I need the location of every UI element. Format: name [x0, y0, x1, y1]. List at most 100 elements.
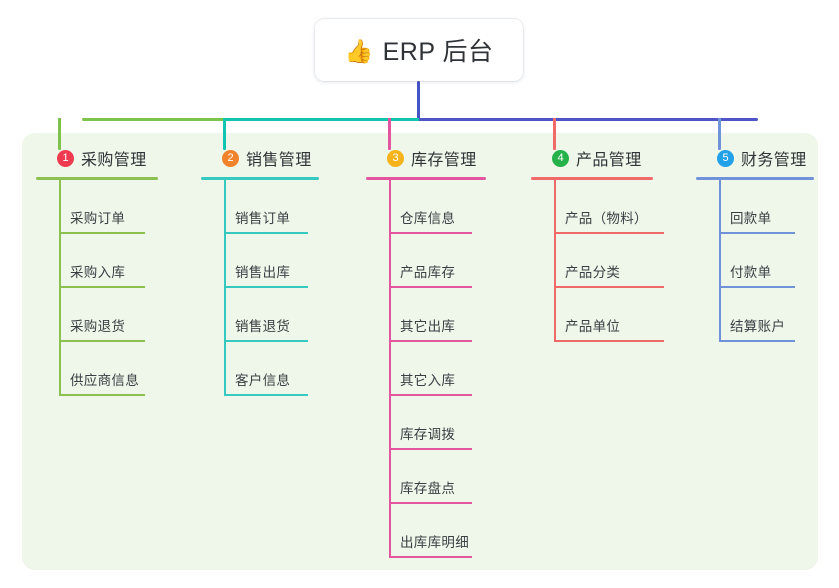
leaf-item-label: 采购退货: [70, 319, 126, 334]
leaf-item-underline: [554, 340, 664, 342]
column-badge-5: 5: [717, 149, 734, 167]
leaf-item-underline: [719, 232, 795, 234]
leaf-item[interactable]: 销售退货: [201, 288, 319, 342]
leaf-item[interactable]: 采购订单: [36, 180, 158, 234]
leaf-item[interactable]: 库存盘点: [366, 450, 486, 504]
leaf-item-underline: [224, 286, 308, 288]
thumbs-up-icon: 👍: [344, 37, 374, 64]
branch-drop-4: [553, 118, 556, 150]
leaf-item-label: 付款单: [730, 265, 772, 280]
column-items-4: 产品（物料） 产品分类产品单位: [531, 180, 664, 342]
column-5: 5 财务管理回款单付款单结算账户: [696, 146, 814, 342]
leaf-item[interactable]: 库存调拨: [366, 396, 486, 450]
diagram-background-panel: [22, 133, 818, 570]
leaf-item-label: 销售出库: [235, 265, 291, 280]
leaf-item-underline: [389, 340, 472, 342]
leaf-item[interactable]: 回款单: [696, 180, 814, 234]
column-title-3: 库存管理: [411, 152, 477, 169]
leaf-item-label: 结算账户: [730, 319, 786, 334]
column-items-3: 仓库信息产品库存其它出库其它入库库存调拨库存盘点出库库明细: [366, 180, 486, 558]
column-1: 1 采购管理采购订单采购入库采购退货供应商信息: [36, 146, 158, 396]
leaf-item-underline: [59, 340, 145, 342]
leaf-item-label: 库存盘点: [400, 481, 456, 496]
leaf-item-underline: [719, 286, 795, 288]
root-node[interactable]: 👍 ERP 后台: [315, 19, 523, 81]
leaf-item[interactable]: 出库库明细: [366, 504, 486, 558]
leaf-item-label: 产品库存: [400, 265, 456, 280]
branch-drop-5: [718, 118, 721, 150]
leaf-item[interactable]: 付款单: [696, 234, 814, 288]
leaf-item[interactable]: 产品（物料）: [531, 180, 664, 234]
leaf-item-label: 产品分类: [565, 265, 621, 280]
leaf-item-label: 出库库明细: [400, 535, 469, 550]
column-4: 4 产品管理产品（物料） 产品分类产品单位: [531, 146, 664, 342]
leaf-item-label: 产品单位: [565, 319, 621, 334]
column-title-1: 采购管理: [81, 152, 147, 169]
column-badge-4: 4: [552, 149, 569, 167]
column-spine-2: [224, 180, 226, 396]
column-header-3[interactable]: 3 库存管理: [366, 146, 486, 170]
leaf-item-label: 产品（物料）: [565, 211, 648, 226]
column-header-4[interactable]: 4 产品管理: [531, 146, 653, 170]
leaf-item[interactable]: 仓库信息: [366, 180, 486, 234]
column-items-2: 销售订单销售出库销售退货客户信息: [201, 180, 319, 396]
column-underline-5: [696, 177, 814, 180]
leaf-item[interactable]: 采购入库: [36, 234, 158, 288]
leaf-item-underline: [389, 232, 472, 234]
leaf-item-underline: [389, 286, 472, 288]
leaf-item[interactable]: 供应商信息: [36, 342, 158, 396]
column-underline-1: [36, 177, 158, 180]
leaf-item[interactable]: 采购退货: [36, 288, 158, 342]
leaf-item-label: 库存调拨: [400, 427, 456, 442]
column-spine-4: [554, 180, 556, 342]
leaf-item[interactable]: 销售出库: [201, 234, 319, 288]
leaf-item-label: 回款单: [730, 211, 772, 226]
column-header-5[interactable]: 5 财务管理: [696, 146, 814, 170]
leaf-item[interactable]: 销售订单: [201, 180, 319, 234]
leaf-item-underline: [554, 232, 664, 234]
column-badge-1: 1: [57, 149, 74, 167]
leaf-item-label: 销售退货: [235, 319, 291, 334]
column-badge-3: 3: [387, 149, 404, 167]
leaf-item-label: 采购入库: [70, 265, 126, 280]
leaf-item-label: 其它出库: [400, 319, 456, 334]
leaf-item-underline: [389, 556, 472, 558]
bar-segment-blue: [419, 118, 758, 121]
column-title-4: 产品管理: [576, 152, 642, 169]
column-items-1: 采购订单采购入库采购退货供应商信息: [36, 180, 158, 396]
leaf-item-label: 其它入库: [400, 373, 456, 388]
column-header-1[interactable]: 1 采购管理: [36, 146, 158, 170]
leaf-item-label: 仓库信息: [400, 211, 456, 226]
leaf-item-underline: [389, 448, 472, 450]
leaf-item-underline: [224, 394, 308, 396]
column-underline-3: [366, 177, 486, 180]
leaf-item-underline: [59, 394, 145, 396]
leaf-item[interactable]: 结算账户: [696, 288, 814, 342]
branch-drop-3: [388, 118, 391, 150]
column-underline-4: [531, 177, 653, 180]
leaf-item-underline: [554, 286, 664, 288]
leaf-item-underline: [59, 286, 145, 288]
leaf-item-label: 采购订单: [70, 211, 126, 226]
leaf-item[interactable]: 产品库存: [366, 234, 486, 288]
leaf-item[interactable]: 产品分类: [531, 234, 664, 288]
leaf-item[interactable]: 产品单位: [531, 288, 664, 342]
column-spine-1: [59, 180, 61, 396]
bar-segment-green: [82, 118, 224, 121]
branch-drop-1: [58, 118, 61, 150]
column-title-5: 财务管理: [741, 152, 807, 169]
leaf-item[interactable]: 客户信息: [201, 342, 319, 396]
leaf-item[interactable]: 其它出库: [366, 288, 486, 342]
column-items-5: 回款单付款单结算账户: [696, 180, 814, 342]
column-underline-2: [201, 177, 319, 180]
column-title-2: 销售管理: [246, 152, 312, 169]
root-stem-connector: [417, 81, 420, 121]
leaf-item-underline: [224, 340, 308, 342]
column-spine-5: [719, 180, 721, 342]
leaf-item-label: 客户信息: [235, 373, 291, 388]
leaf-item[interactable]: 其它入库: [366, 342, 486, 396]
leaf-item-label: 供应商信息: [70, 373, 139, 388]
